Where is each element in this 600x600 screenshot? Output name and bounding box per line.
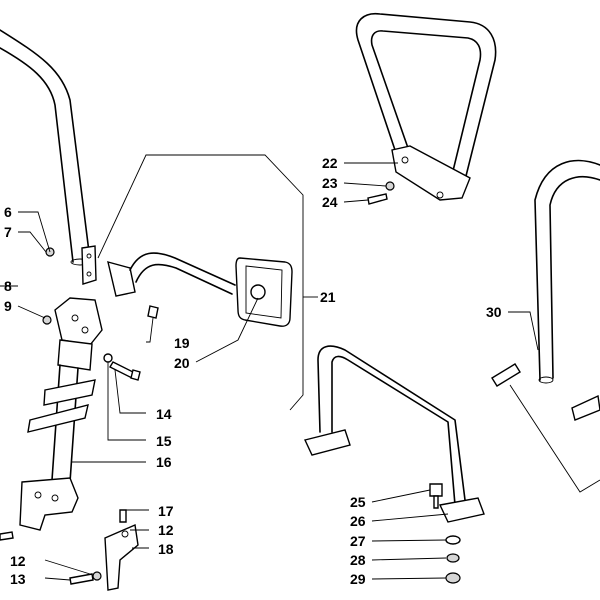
cross-plate-lower [27,404,89,433]
callout-29: 29 [350,571,366,587]
side-plate [81,245,97,285]
callout-13: 13 [10,571,26,587]
callout-19: 19 [174,335,190,351]
washer-28 [446,553,460,563]
grab-handle-22 [355,12,497,201]
callout-12-left: 12 [10,553,26,569]
bracket-line-21 [97,154,304,411]
callout-8: 8 [4,278,12,294]
callout-17: 17 [158,503,174,519]
callout-7: 7 [4,224,12,240]
cross-plate-upper [43,379,96,406]
callout-9: 9 [4,298,12,314]
pin-right-1 [491,363,521,387]
bolt-13 [69,573,94,585]
bolt-14 [109,361,141,381]
bolt-17 [119,509,127,523]
callout-23: 23 [322,175,338,191]
callout-21: 21 [320,289,336,305]
callout-26: 26 [350,513,366,529]
mast-base-bracket [19,477,79,531]
mirror [235,257,293,327]
washer-15 [103,353,113,363]
callout-labels: 6 7 8 9 14 15 16 19 20 21 22 23 24 30 17… [4,155,502,587]
leader-group-30 [509,384,600,493]
callout-12-right: 12 [158,522,174,538]
washer-27 [445,535,461,545]
callout-24: 24 [322,194,338,210]
callout-20: 20 [174,355,190,371]
nut-29 [445,572,461,584]
callout-16: 16 [156,454,172,470]
callout-22: 22 [322,155,338,171]
mast-mount-bracket [54,297,103,371]
nut-23 [385,181,395,191]
bolt-left-edge [0,531,14,541]
callout-30: 30 [486,304,502,320]
callout-14: 14 [156,406,172,422]
callout-28: 28 [350,552,366,568]
callout-18: 18 [158,541,174,557]
leader-lines [0,162,539,581]
callout-15: 15 [156,433,172,449]
mirror-arm [107,252,236,297]
left-handrail-tube [0,29,91,266]
handrail-30 [534,159,600,384]
small-bracket-18 [104,523,139,591]
nut-12-lower [92,571,102,581]
pin-right-2 [571,394,600,421]
u-frame [304,345,485,523]
callout-6: 6 [4,204,12,220]
callout-27: 27 [350,533,366,549]
bolt-24 [367,193,388,205]
callout-25: 25 [350,494,366,510]
bolt-25 [429,483,443,509]
bolt-19 [147,305,159,319]
